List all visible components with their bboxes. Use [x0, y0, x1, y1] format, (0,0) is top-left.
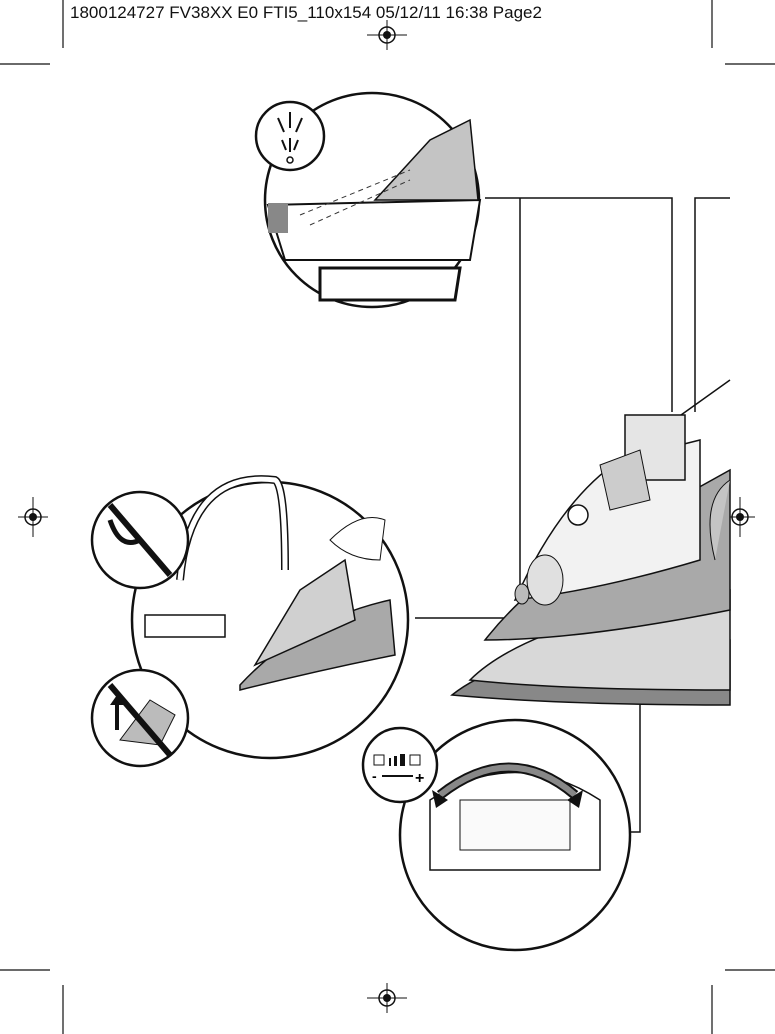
- spray-icon: [254, 100, 326, 172]
- iron-illustration: [450, 414, 731, 706]
- dial-illustration: - +: [361, 718, 632, 952]
- registration-mark-left: [18, 497, 48, 537]
- registration-mark-bottom: [367, 983, 407, 1013]
- dial-plus-label: +: [415, 770, 424, 787]
- water-drop-icon: [567, 504, 589, 526]
- dial-minus-label: -: [372, 768, 377, 784]
- registration-mark-right: [725, 497, 755, 537]
- print-slug: 1800124727 FV38XX E0 FTI5_110x154 05/12/…: [70, 3, 542, 22]
- registration-mark-top: [367, 20, 407, 50]
- spray-illustration: [254, 91, 482, 309]
- filling-illustration: [90, 475, 410, 768]
